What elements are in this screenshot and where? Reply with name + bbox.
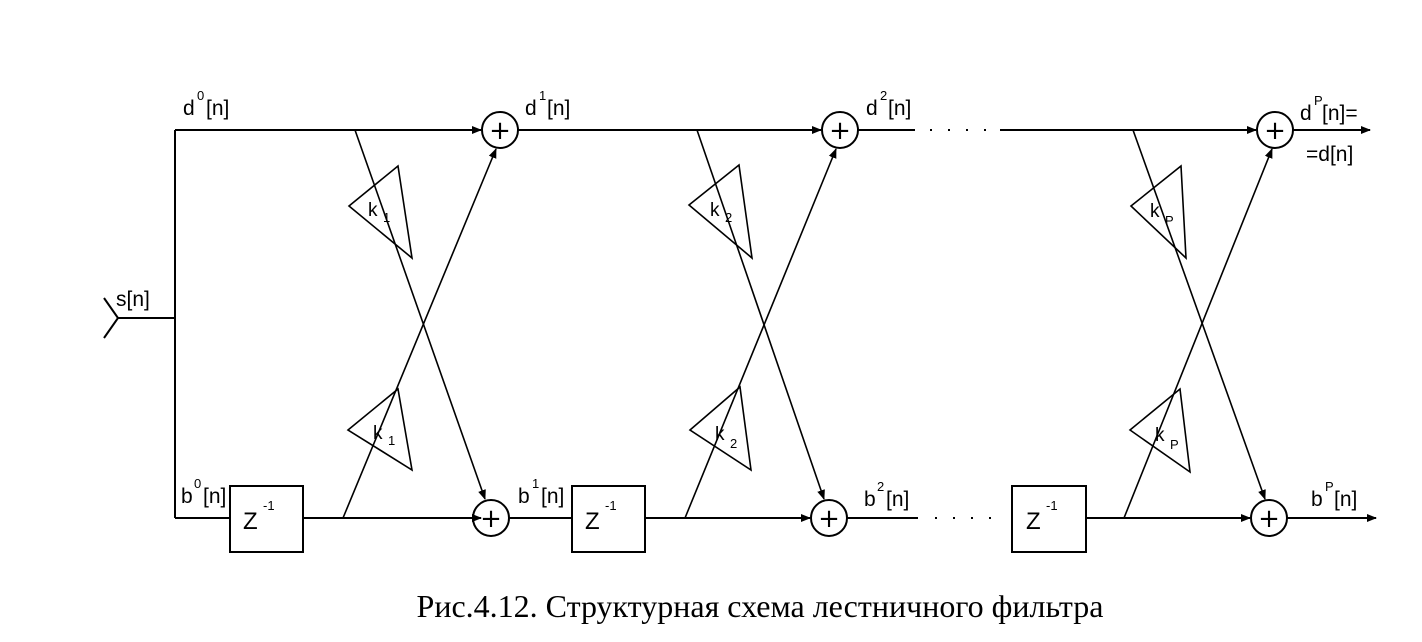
input-terminal bbox=[103, 297, 175, 339]
gain-k1-top: k 1 bbox=[347, 164, 414, 260]
label-b2: b 2 [n] bbox=[864, 479, 909, 511]
svg-text:[n]: [n] bbox=[206, 97, 229, 120]
gain-k2-bottom: k 2 bbox=[688, 385, 753, 472]
svg-text:2: 2 bbox=[725, 210, 732, 225]
svg-text:k: k bbox=[710, 200, 720, 221]
svg-text:[n]: [n] bbox=[886, 488, 909, 511]
svg-text:1: 1 bbox=[383, 210, 390, 225]
svg-text:d: d bbox=[866, 97, 878, 120]
gain-kP-bottom: k P bbox=[1128, 387, 1192, 474]
svg-text:k: k bbox=[373, 423, 383, 444]
svg-text:[n]=: [n]= bbox=[1322, 102, 1358, 125]
svg-text:k: k bbox=[368, 200, 378, 221]
svg-text:0: 0 bbox=[197, 88, 204, 103]
delay-block-1: Z -1 bbox=[229, 485, 304, 553]
gain-kP-top: k P bbox=[1129, 164, 1187, 260]
svg-text:b: b bbox=[181, 485, 193, 508]
svg-text:Z: Z bbox=[1026, 508, 1041, 535]
svg-text:-1: -1 bbox=[605, 498, 617, 513]
svg-text:Z: Z bbox=[585, 508, 600, 535]
label-bP: b P [n] bbox=[1311, 479, 1357, 511]
adder-top-1: + bbox=[481, 111, 519, 149]
svg-text:[n]: [n] bbox=[888, 97, 911, 120]
svg-text:+: + bbox=[1264, 116, 1286, 146]
cross-path-up-2 bbox=[684, 148, 837, 519]
adder-bottom-P: + bbox=[1250, 499, 1288, 537]
svg-text:+: + bbox=[829, 116, 851, 146]
svg-text:d: d bbox=[1300, 102, 1312, 125]
svg-text:b: b bbox=[864, 488, 876, 511]
svg-text:2: 2 bbox=[877, 479, 884, 494]
svg-text:P: P bbox=[1314, 93, 1323, 108]
cross-path-down-1 bbox=[354, 129, 486, 500]
label-d1: d 1 [n] bbox=[525, 88, 570, 120]
svg-text:1: 1 bbox=[539, 88, 546, 103]
svg-text:2: 2 bbox=[880, 88, 887, 103]
svg-text:=d[n]: =d[n] bbox=[1306, 143, 1353, 166]
label-d0: d 0 [n] bbox=[183, 88, 229, 120]
svg-text:+: + bbox=[480, 504, 502, 534]
cross-path-down-2 bbox=[696, 129, 825, 500]
cross-path-down-P bbox=[1132, 129, 1266, 500]
svg-text:2: 2 bbox=[730, 436, 737, 451]
cross-path-up-1 bbox=[342, 148, 497, 519]
cross-path-up-P bbox=[1123, 148, 1273, 519]
svg-text:P: P bbox=[1325, 479, 1334, 494]
label-d2: d 2 [n] bbox=[866, 88, 911, 120]
svg-text:+: + bbox=[489, 116, 511, 146]
svg-text:Z: Z bbox=[243, 508, 258, 535]
svg-text:1: 1 bbox=[532, 476, 539, 491]
svg-text:-1: -1 bbox=[1046, 498, 1058, 513]
delay-block-P: Z -1 bbox=[1011, 485, 1087, 553]
gain-k1-bottom: k 1 bbox=[346, 387, 414, 472]
svg-text:-1: -1 bbox=[263, 498, 275, 513]
svg-text:k: k bbox=[715, 424, 725, 445]
label-b1: b 1 [n] bbox=[518, 476, 564, 508]
label-b0: b 0 [n] bbox=[181, 476, 226, 508]
label-dP: d P [n]= =d[n] bbox=[1300, 93, 1358, 166]
svg-text:b: b bbox=[518, 485, 530, 508]
svg-text:+: + bbox=[818, 504, 840, 534]
svg-text:b: b bbox=[1311, 488, 1323, 511]
svg-text:[n]: [n] bbox=[203, 485, 226, 508]
svg-text:[n]: [n] bbox=[541, 485, 564, 508]
svg-text:P: P bbox=[1170, 437, 1179, 452]
svg-text:+: + bbox=[1258, 504, 1280, 534]
svg-text:k: k bbox=[1150, 201, 1160, 222]
figure-caption: Рис.4.12. Структурная схема лестничного … bbox=[417, 588, 1104, 624]
svg-text:d: d bbox=[183, 97, 195, 120]
svg-text:1: 1 bbox=[388, 433, 395, 448]
delay-block-2: Z -1 bbox=[571, 485, 646, 553]
gain-k2-top: k 2 bbox=[687, 163, 754, 260]
svg-text:0: 0 bbox=[194, 476, 201, 491]
adder-bottom-2: + bbox=[810, 499, 848, 537]
svg-text:[n]: [n] bbox=[1334, 488, 1357, 511]
adder-top-P: + bbox=[1256, 111, 1294, 149]
input-signal-label: s[n] bbox=[116, 288, 150, 311]
svg-text:[n]: [n] bbox=[547, 97, 570, 120]
svg-text:d: d bbox=[525, 97, 537, 120]
adder-top-2: + bbox=[821, 111, 859, 149]
svg-text:k: k bbox=[1155, 425, 1165, 446]
svg-text:P: P bbox=[1165, 213, 1174, 228]
